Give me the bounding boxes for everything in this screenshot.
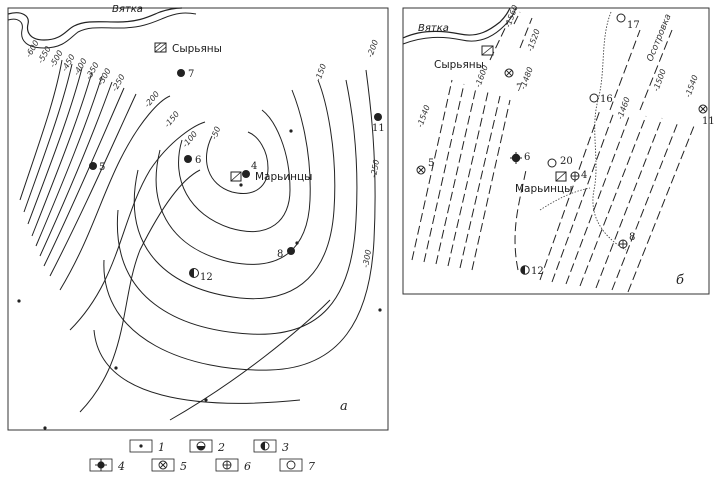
well-a-6: 6	[184, 155, 201, 166]
svg-text:-300: -300	[96, 67, 113, 87]
svg-text:-1540: -1540	[683, 74, 699, 99]
map-b: Вятка Осотровка Сырьяны Марьинцы	[402, 4, 715, 295]
well-b-16: 16	[589, 93, 613, 105]
town-label-maryintsy-a: Марьинцы	[255, 171, 312, 183]
well-a-12: 12	[189, 268, 213, 283]
svg-text:11: 11	[702, 116, 715, 127]
town-label-syryany-b: Сырьяны	[434, 59, 484, 71]
svg-text:12: 12	[200, 272, 213, 283]
svg-text:2: 2	[217, 441, 225, 454]
svg-text:16: 16	[600, 94, 613, 105]
svg-text:-150: -150	[163, 110, 182, 130]
svg-text:-200: -200	[365, 39, 380, 59]
panel-label-b: б	[676, 273, 684, 288]
well-b-7: 7	[504, 68, 522, 94]
well-b-5: 5	[416, 158, 434, 175]
map-a: Вятка Сырьяны Марьинцы	[7, 4, 389, 431]
legend-item-3: 3	[253, 439, 289, 454]
river-vyatka-a	[7, 7, 183, 41]
svg-text:20: 20	[560, 156, 573, 167]
svg-text:1: 1	[158, 441, 165, 454]
svg-text:-1460: -1460	[615, 96, 631, 121]
legend-item-6: 6	[215, 458, 251, 473]
svg-text:-1540: -1540	[415, 104, 431, 129]
river-vyatka-b	[402, 7, 511, 39]
svg-text:-50: -50	[209, 125, 222, 140]
svg-text:-1500: -1500	[651, 68, 667, 93]
svg-text:8: 8	[629, 232, 635, 243]
legend-item-7: 7	[279, 458, 315, 473]
well-b-8: 8	[618, 232, 635, 249]
well-a-11: 11	[372, 113, 385, 134]
svg-text:-1520: -1520	[525, 28, 541, 53]
svg-text:5: 5	[99, 162, 105, 173]
well-b-4: 4	[570, 170, 587, 181]
well-a-8: 8	[277, 247, 295, 260]
isolines-b	[411, 11, 695, 293]
panel-label-a: а	[340, 399, 348, 414]
legend-item-4: 4	[89, 458, 125, 473]
river-label-a: Вятка	[112, 4, 143, 15]
isolines-a	[19, 59, 376, 421]
svg-text:4: 4	[581, 170, 587, 181]
legend-item-2: 2	[189, 439, 225, 454]
town-label-maryintsy-b: Марьинцы	[515, 183, 572, 195]
well-b-6: 6	[510, 152, 530, 164]
svg-text:-300: -300	[361, 249, 373, 268]
svg-text:7: 7	[516, 83, 522, 94]
svg-text:-250: -250	[110, 73, 127, 93]
svg-text:6: 6	[244, 460, 251, 473]
region-label-b: Осотровка	[646, 13, 674, 63]
well-b-17: 17	[616, 13, 640, 31]
svg-text:-150: -150	[313, 63, 328, 83]
region-boundary-b	[592, 11, 627, 251]
svg-text:4: 4	[117, 460, 125, 473]
svg-text:3: 3	[282, 441, 289, 454]
svg-text:5: 5	[180, 460, 187, 473]
river-label-b: Вятка	[418, 23, 449, 34]
well-b-12: 12	[520, 265, 544, 277]
svg-text:4: 4	[251, 161, 257, 172]
svg-text:12: 12	[531, 266, 544, 277]
legend: 1 2 3 4 5	[89, 439, 315, 473]
svg-text:11: 11	[372, 123, 385, 134]
svg-text:-200: -200	[143, 90, 162, 110]
svg-text:7: 7	[308, 460, 315, 473]
well-a-5: 5	[89, 162, 105, 173]
minor-wells-a	[17, 129, 382, 430]
well-a-4: 4	[242, 161, 257, 178]
svg-text:5: 5	[428, 158, 434, 169]
svg-text:17: 17	[627, 20, 640, 31]
map-a-frame	[7, 7, 389, 431]
well-b-11: 11	[698, 104, 715, 127]
well-b-20: 20	[547, 156, 573, 168]
svg-text:-250: -250	[369, 159, 381, 178]
svg-text:6: 6	[195, 155, 201, 166]
svg-text:-100: -100	[181, 130, 200, 150]
svg-text:8: 8	[277, 249, 283, 260]
svg-text:7: 7	[188, 69, 194, 80]
well-a-7: 7	[177, 69, 194, 80]
town-label-syryany-a: Сырьяны	[172, 43, 222, 55]
legend-item-5: 5	[151, 458, 187, 473]
map-b-frame	[402, 7, 710, 295]
svg-text:6: 6	[524, 152, 530, 163]
legend-item-1: 1	[129, 439, 165, 454]
